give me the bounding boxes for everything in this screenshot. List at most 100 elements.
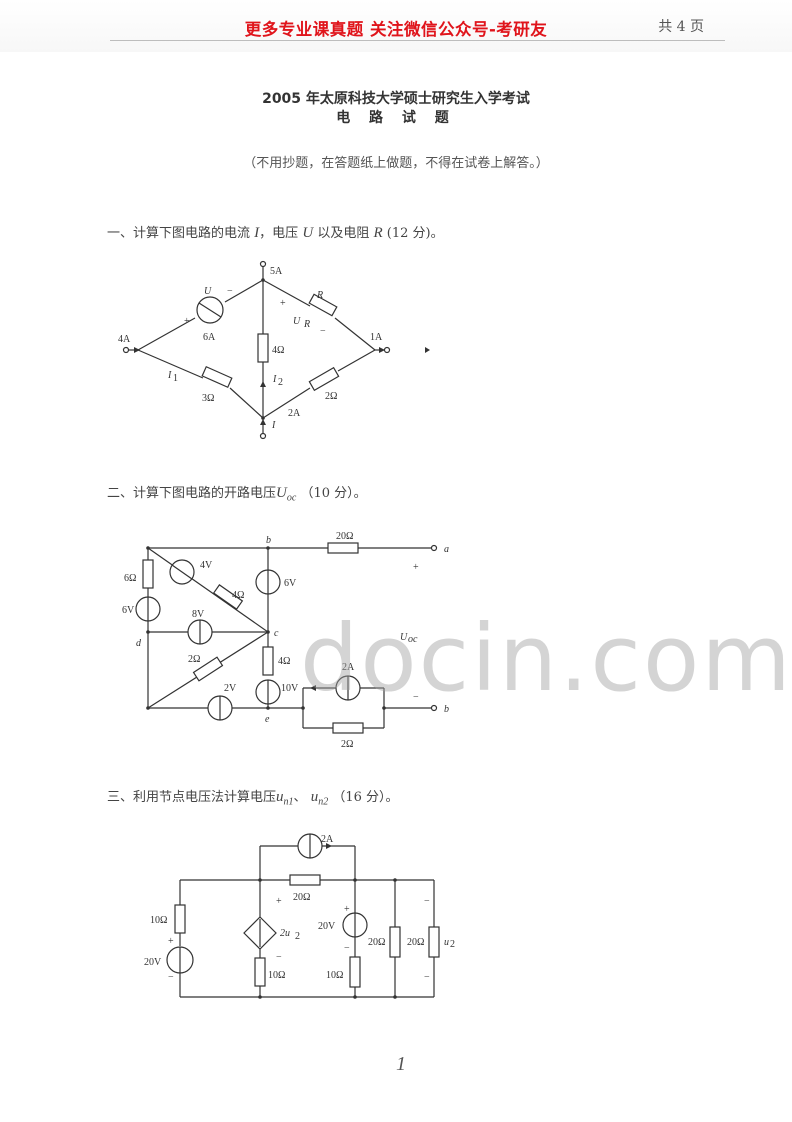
label-10V: 10V xyxy=(281,683,299,694)
label-20ohm-b: 20Ω xyxy=(407,937,424,948)
label-minus: − xyxy=(227,286,233,297)
variable-un2: u xyxy=(310,789,319,805)
question-text: 计算下图电路的电流 xyxy=(133,226,251,241)
exam-subject: 电 路 试 题 xyxy=(336,110,456,126)
label-20ohm: 20Ω xyxy=(336,531,353,542)
label-10ohm-mid: 10Ω xyxy=(268,970,285,981)
question-text: 利用节点电压法计算电压 xyxy=(133,790,277,805)
question-number: 三、 xyxy=(107,790,134,805)
label-2ohm: 2Ω xyxy=(325,391,337,402)
label-20V-mid: 20V xyxy=(318,921,336,932)
label-I2-sub: 2 xyxy=(278,377,283,388)
node-b: b xyxy=(266,535,271,546)
question-points: （10 分）。 xyxy=(300,486,367,501)
label-4A: 4A xyxy=(118,334,131,345)
label-minus: − xyxy=(344,943,350,954)
variable-Uoc-sub: oc xyxy=(286,492,297,504)
question-number: 一、 xyxy=(107,226,134,241)
variable-I: I xyxy=(254,225,260,241)
label-I2: I xyxy=(272,374,277,385)
label-U: U xyxy=(204,286,212,297)
exam-title: 2005 年太原科技大学硕士研究生入学考试 xyxy=(262,91,530,107)
variable-un2-sub: n2 xyxy=(318,796,329,808)
label-plus: + xyxy=(413,562,419,573)
header-divider xyxy=(110,40,725,41)
node-d: d xyxy=(136,638,142,649)
label-minus: − xyxy=(320,326,326,337)
circuit-diagram-3: 2A 20Ω 10Ω 20V + − 2u 2 + − 10Ω 20V + − … xyxy=(144,832,455,1006)
label-3ohm: 3Ω xyxy=(202,393,214,404)
label-u2: u xyxy=(444,937,449,948)
label-4V: 4V xyxy=(200,560,213,571)
label-UR-sub: R xyxy=(303,319,310,330)
circuit-diagram-1: 5A 4A 1A U + − 6A R U R + − 4Ω I 2 I 1 3… xyxy=(118,258,430,447)
label-R: R xyxy=(316,290,323,301)
label-minus: − xyxy=(424,896,430,907)
node-c: c xyxy=(274,628,279,639)
label-4ohm-diag: 4Ω xyxy=(232,590,244,601)
question-text: 以及电阻 xyxy=(317,226,370,241)
label-20ohm-a: 20Ω xyxy=(368,937,385,948)
variable-R: R xyxy=(373,225,383,241)
label-6V-left: 6V xyxy=(122,605,135,616)
question-number: 二、 xyxy=(107,486,134,501)
label-I: I xyxy=(271,420,276,431)
label-5A: 5A xyxy=(270,266,283,277)
label-2A: 2A xyxy=(342,662,355,673)
question-1-text: 一、计算下图电路的电流 I，电压 U 以及电阻 R (12 分)。 xyxy=(107,222,444,242)
variable-U: U xyxy=(302,225,314,241)
label-20ohm-top: 20Ω xyxy=(293,892,310,903)
label-6V-right: 6V xyxy=(284,578,297,589)
label-minus: − xyxy=(424,972,430,983)
label-plus: + xyxy=(168,936,174,947)
label-2ohm-bottom: 2Ω xyxy=(341,739,353,750)
label-2V: 2V xyxy=(224,683,237,694)
question-text: 、 xyxy=(293,790,307,805)
label-plus: + xyxy=(344,904,350,915)
circuit-diagram-2: 6Ω 6V 4V 4Ω 8V 2Ω 2V b c d e 6V 4Ω 10V 2… xyxy=(122,531,449,754)
terminal-a: a xyxy=(444,544,449,555)
label-6ohm: 6Ω xyxy=(124,573,136,584)
label-Uoc-sub: oc xyxy=(408,634,418,645)
label-4ohm: 4Ω xyxy=(272,345,284,356)
question-2-text: 二、计算下图电路的开路电压Uoc （10 分）。 xyxy=(107,482,367,504)
terminal-b: b xyxy=(444,704,449,715)
promo-banner-text: 更多专业课真题 关注微信公众号-考研友 xyxy=(244,20,548,39)
label-4ohm-vert: 4Ω xyxy=(278,656,290,667)
promo-banner: 更多专业课真题 关注微信公众号-考研友 xyxy=(0,0,792,52)
question-3-text: 三、利用节点电压法计算电压un1、 un2 （16 分）。 xyxy=(107,786,399,808)
variable-un1: u xyxy=(276,789,284,805)
label-2A: 2A xyxy=(288,408,301,419)
label-plus: + xyxy=(276,896,282,907)
label-1A: 1A xyxy=(370,332,383,343)
page-count: 共 4 页 xyxy=(658,19,704,35)
label-u2-sub: 2 xyxy=(450,939,455,950)
label-plus: + xyxy=(280,298,286,309)
label-dependent-source: 2u xyxy=(280,928,290,939)
label-8V: 8V xyxy=(192,609,205,620)
label-20V-left: 20V xyxy=(144,957,162,968)
question-text: ，电压 xyxy=(259,226,299,241)
exam-instructions: （不用抄题，在答题纸上做题，不得在试卷上解答。） xyxy=(243,156,549,171)
label-2A: 2A xyxy=(321,834,334,845)
label-dependent-source-sub: 2 xyxy=(295,931,300,942)
label-2ohm-diag: 2Ω xyxy=(188,654,200,665)
label-I1: I xyxy=(167,370,172,381)
label-minus: − xyxy=(276,952,282,963)
page-number: 1 xyxy=(396,1053,406,1075)
label-plus: + xyxy=(184,316,190,327)
label-10ohm-right: 10Ω xyxy=(326,970,343,981)
label-UR: U xyxy=(293,316,301,327)
question-points: (12 分)。 xyxy=(386,226,444,241)
variable-Uoc: U xyxy=(276,485,287,501)
variable-un1-sub: n1 xyxy=(283,796,294,808)
question-text: 计算下图电路的开路电压 xyxy=(133,486,277,501)
question-points: （16 分）。 xyxy=(332,790,399,805)
label-minus: − xyxy=(413,692,419,703)
label-Uoc: U xyxy=(400,632,408,643)
label-minus: − xyxy=(168,972,174,983)
node-e: e xyxy=(265,714,270,725)
label-6A: 6A xyxy=(203,332,216,343)
label-I1-sub: 1 xyxy=(173,373,178,384)
label-10ohm-left: 10Ω xyxy=(150,915,167,926)
